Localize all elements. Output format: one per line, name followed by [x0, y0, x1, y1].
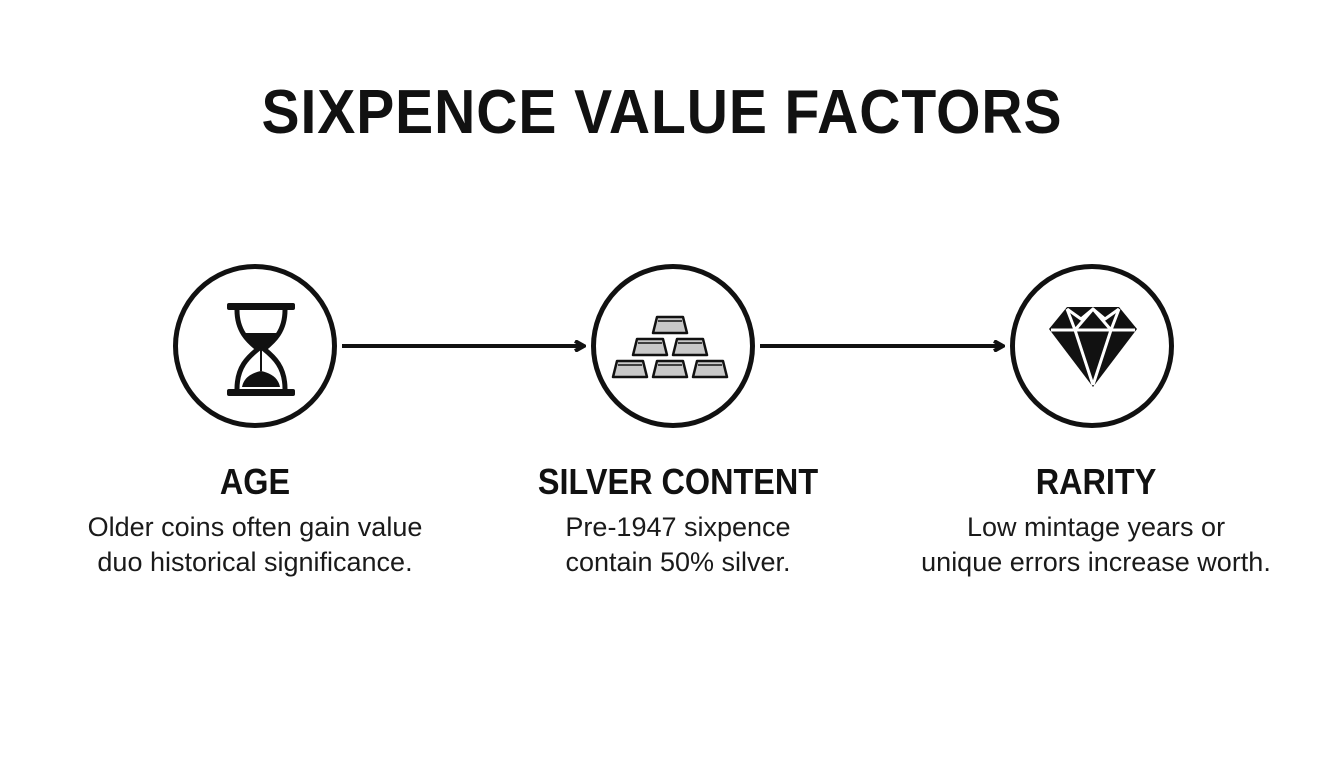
age-circle	[173, 264, 337, 428]
step-description-rarity: Low mintage years or unique errors incre…	[886, 510, 1306, 580]
step-description-line: Older coins often gain value	[87, 512, 423, 542]
step-label-rarity: RARITY	[1035, 461, 1157, 502]
step-description-line: Low mintage years or	[966, 512, 1226, 542]
step-description-line: duo historical significance.	[97, 547, 413, 577]
step-description-silver-content: Pre-1947 sixpence contain 50% silver.	[468, 510, 888, 580]
step-description-line: contain 50% silver.	[565, 547, 791, 577]
hourglass-icon	[227, 303, 295, 396]
page-title: SIXPENCE VALUE FACTORS	[261, 78, 1063, 147]
silver-bars-icon	[611, 315, 729, 379]
step-description-line: unique errors increase worth.	[921, 547, 1271, 577]
step-description-age: Older coins often gain value duo histori…	[45, 510, 465, 580]
rarity-circle	[1010, 264, 1174, 428]
step-label-age: AGE	[219, 461, 291, 502]
silver-circle	[591, 264, 755, 428]
step-description-line: Pre-1947 sixpence	[565, 512, 791, 542]
step-label-silver-content: SILVER CONTENT	[537, 461, 819, 502]
diamond-icon	[1049, 307, 1137, 387]
